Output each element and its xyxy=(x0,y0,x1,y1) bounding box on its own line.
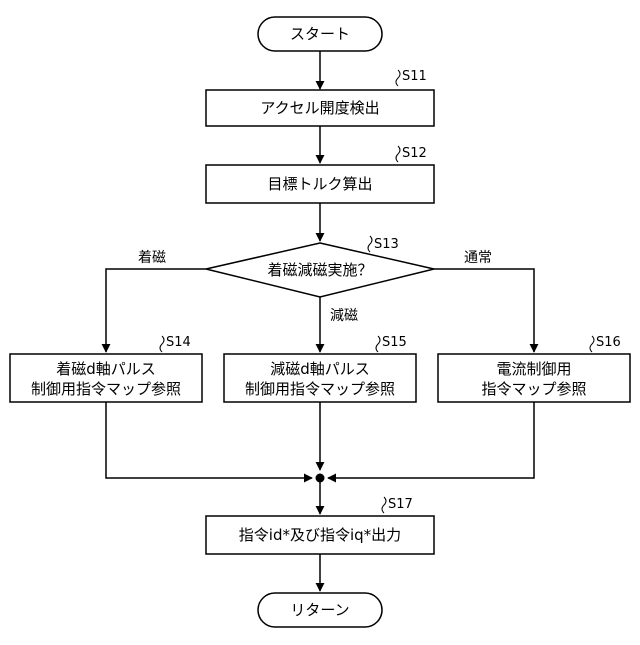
step-s16-line2: 指令マップ参照 xyxy=(481,380,586,398)
step-s14-id: S14 xyxy=(166,335,191,350)
step-s16-id: S16 xyxy=(596,335,621,350)
branch-right-label: 通常 xyxy=(464,250,492,266)
step-s12-id: S12 xyxy=(402,146,427,161)
step-s16-line1: 電流制御用 xyxy=(496,360,571,378)
step-s15-line1: 減磁d軸パルス xyxy=(270,360,370,378)
start-label: スタート xyxy=(290,25,350,43)
step-s12-text: 目標トルク算出 xyxy=(267,175,372,193)
end-terminal: リターン xyxy=(258,593,382,627)
step-s17-id: S17 xyxy=(388,497,413,512)
branch-center-label: 減磁 xyxy=(330,307,358,324)
merge-right-connector xyxy=(328,402,534,478)
branch-left-label: 着磁 xyxy=(138,250,166,266)
end-label: リターン xyxy=(290,601,349,619)
branch-right-connector xyxy=(434,269,534,352)
step-s11-text: アクセル開度検出 xyxy=(260,99,379,117)
merge-left-connector xyxy=(106,402,312,478)
decision-s13-text: 着磁減磁実施？ xyxy=(267,261,372,279)
step-s17-text: 指令id*及び指令iq*出力 xyxy=(239,526,401,544)
branch-left-connector xyxy=(106,269,206,352)
step-s15-id: S15 xyxy=(382,335,407,350)
start-terminal: スタート xyxy=(258,17,382,51)
step-s14-line1: 着磁d軸パルス xyxy=(56,360,156,378)
step-s15-line2: 制御用指令マップ参照 xyxy=(245,380,395,398)
decision-s13: 着磁減磁実施？ S13 xyxy=(206,236,434,297)
step-s13-id: S13 xyxy=(374,237,399,252)
step-s11-id: S11 xyxy=(402,69,427,84)
step-s14-line2: 制御用指令マップ参照 xyxy=(31,380,181,398)
